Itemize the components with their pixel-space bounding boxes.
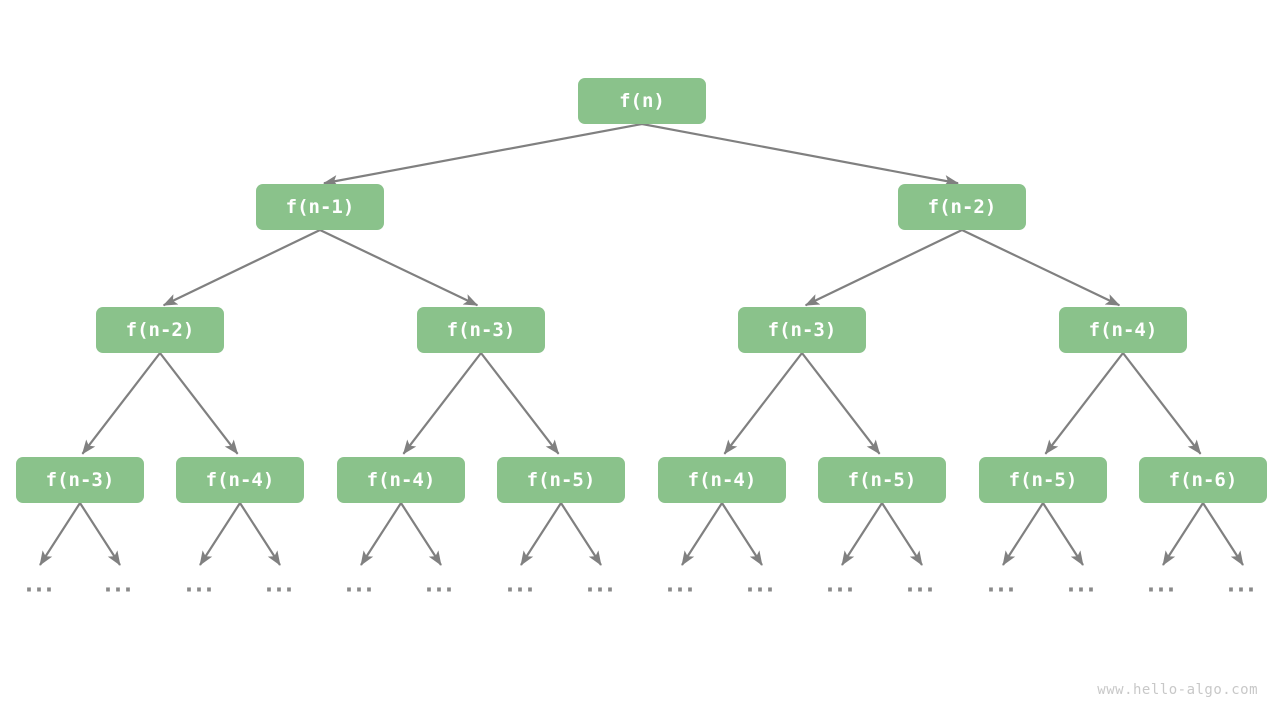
tree-node: f(n-5) <box>979 457 1107 503</box>
tree-node: f(n-3) <box>738 307 866 353</box>
tree-stub-edge <box>360 502 402 566</box>
tree-edge <box>162 229 321 307</box>
tree-edge <box>323 122 643 187</box>
tree-edge <box>801 352 881 455</box>
ellipsis-marker: ... <box>746 572 776 597</box>
tree-node: f(n-4) <box>337 457 465 503</box>
tree-edge <box>319 229 479 307</box>
tree-stub-edge <box>1202 502 1244 566</box>
ellipsis-marker: ... <box>265 572 295 597</box>
tree-node: f(n-5) <box>497 457 625 503</box>
tree-edge <box>723 352 803 455</box>
tree-node: f(n-3) <box>417 307 545 353</box>
tree-node: f(n-4) <box>658 457 786 503</box>
tree-edge <box>480 352 560 455</box>
tree-stub-edge <box>79 502 121 566</box>
tree-stub-edge <box>841 502 883 566</box>
ellipsis-marker: ... <box>185 572 215 597</box>
tree-node: f(n-5) <box>818 457 946 503</box>
tree-stub-edge <box>1042 502 1084 566</box>
tree-edge <box>159 352 239 455</box>
tree-edge <box>81 352 161 455</box>
ellipsis-marker: ... <box>666 572 696 597</box>
ellipsis-marker: ... <box>506 572 536 597</box>
watermark: www.hello-algo.com <box>1097 682 1258 698</box>
tree-edge <box>1122 352 1202 455</box>
tree-stub-edge <box>400 502 442 566</box>
ellipsis-marker: ... <box>1147 572 1177 597</box>
ellipsis-marker: ... <box>345 572 375 597</box>
tree-stub-edge <box>199 502 241 566</box>
tree-node: f(n-3) <box>16 457 144 503</box>
tree-stub-edge <box>721 502 763 566</box>
tree-edge <box>1044 352 1124 455</box>
tree-stub-edge <box>239 502 281 566</box>
tree-node: f(n-2) <box>898 184 1026 230</box>
tree-node: f(n-4) <box>1059 307 1187 353</box>
tree-edge <box>641 122 959 187</box>
ellipsis-marker: ... <box>586 572 616 597</box>
ellipsis-marker: ... <box>25 572 55 597</box>
ellipsis-marker: ... <box>425 572 455 597</box>
ellipsis-marker: ... <box>826 572 856 597</box>
ellipsis-marker: ... <box>987 572 1017 597</box>
tree-edge <box>402 352 482 455</box>
tree-edge <box>804 229 963 307</box>
tree-edges <box>39 122 1244 566</box>
tree-edge <box>961 229 1121 307</box>
tree-stub-edge <box>1002 502 1044 566</box>
tree-stub-edge <box>39 502 81 566</box>
tree-node: f(n) <box>578 78 706 124</box>
tree-stub-edge <box>1162 502 1204 566</box>
tree-node: f(n-1) <box>256 184 384 230</box>
tree-stub-edge <box>520 502 562 566</box>
tree-node: f(n-6) <box>1139 457 1267 503</box>
ellipsis-marker: ... <box>1067 572 1097 597</box>
tree-stub-edge <box>560 502 602 566</box>
ellipsis-marker: ... <box>1227 572 1257 597</box>
ellipsis-marker: ... <box>104 572 134 597</box>
tree-node: f(n-4) <box>176 457 304 503</box>
tree-stub-edge <box>681 502 723 566</box>
ellipsis-marker: ... <box>906 572 936 597</box>
tree-stub-edge <box>881 502 923 566</box>
tree-node: f(n-2) <box>96 307 224 353</box>
